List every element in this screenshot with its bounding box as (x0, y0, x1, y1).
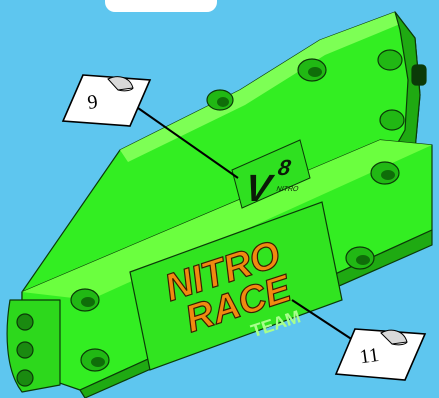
top-tab (105, 0, 217, 12)
v8-sub: NITRO (275, 185, 300, 193)
callout-number-11: 11 (358, 344, 380, 368)
callout-9: 9 (63, 75, 150, 126)
